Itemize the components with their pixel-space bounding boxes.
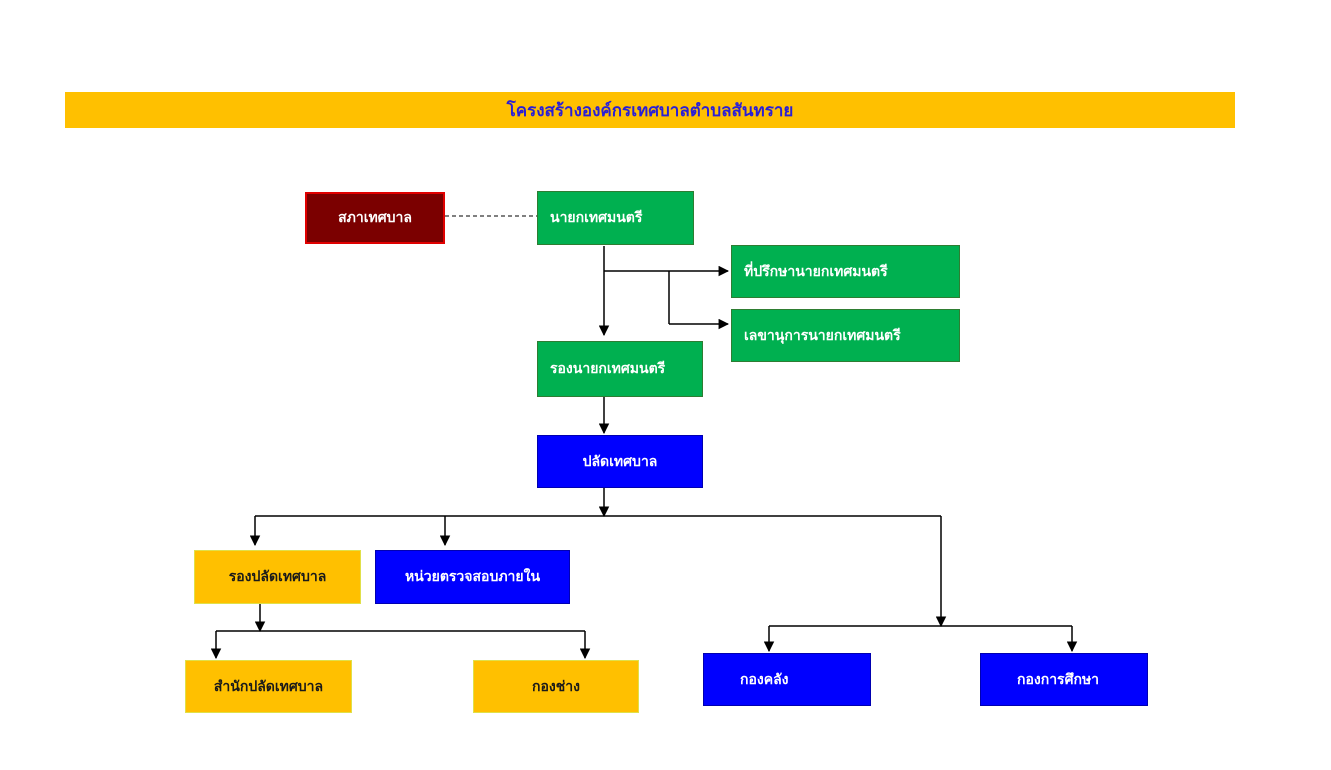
advisor-label: ที่ปรึกษานายกเทศมนตรี: [744, 263, 888, 280]
secretary-label: เลขานุการนายกเทศมนตรี: [744, 327, 901, 344]
secretary-box: เลขานุการนายกเทศมนตรี: [731, 309, 960, 362]
mayor-label: นายกเทศมนตรี: [550, 210, 643, 226]
deputy-clerk-label: รองปลัดเทศบาล: [228, 569, 327, 585]
council-label: สภาเทศบาล: [338, 210, 412, 226]
engineering-box: กองช่าง: [473, 660, 639, 713]
municipal-clerk-label: ปลัดเทศบาล: [582, 453, 658, 470]
deputy-mayor-box: รองนายกเทศมนตรี: [537, 341, 703, 397]
deputy-mayor-label: รองนายกเทศมนตรี: [550, 361, 666, 377]
education-label: กองการศึกษา: [1017, 671, 1100, 688]
finance-box: กองคลัง: [703, 653, 871, 706]
council-box: สภาเทศบาล: [305, 192, 445, 244]
clerk-office-box: สำนักปลัดเทศบาล: [185, 660, 352, 713]
deputy-clerk-box: รองปลัดเทศบาล: [194, 550, 361, 604]
title-bar: โครงสร้างองค์กรเทศบาลตำบลสันทราย: [65, 92, 1235, 128]
advisor-box: ที่ปรึกษานายกเทศมนตรี: [731, 245, 960, 298]
internal-audit-label: หน่วยตรวจสอบภายใน: [404, 569, 541, 585]
engineering-label: กองช่าง: [532, 678, 580, 695]
finance-label: กองคลัง: [740, 671, 789, 688]
mayor-box: นายกเทศมนตรี: [537, 191, 694, 245]
education-box: กองการศึกษา: [980, 653, 1148, 706]
internal-audit-box: หน่วยตรวจสอบภายใน: [375, 550, 570, 604]
municipal-clerk-box: ปลัดเทศบาล: [537, 435, 703, 488]
page-title: โครงสร้างองค์กรเทศบาลตำบลสันทราย: [506, 100, 794, 121]
clerk-office-label: สำนักปลัดเทศบาล: [213, 678, 324, 695]
